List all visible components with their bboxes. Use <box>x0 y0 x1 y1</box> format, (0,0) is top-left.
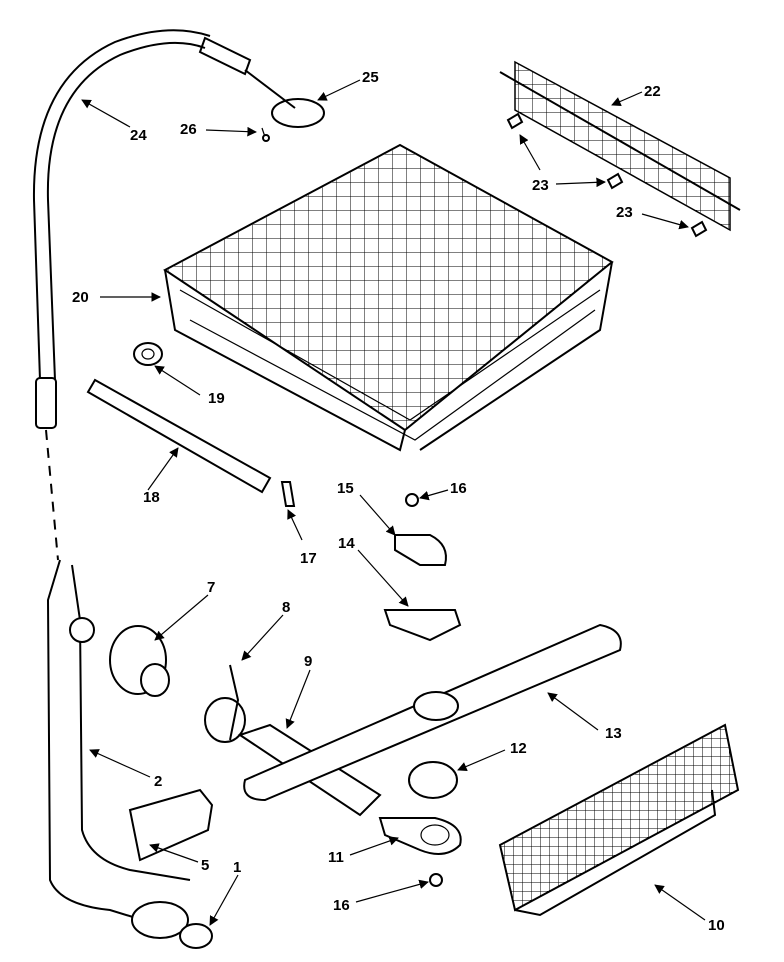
spray-hub-part <box>394 534 447 566</box>
supply-tube-part <box>32 29 252 429</box>
callout-15: 15 <box>337 480 354 497</box>
rail-clip-parts <box>506 112 708 238</box>
leader-24 <box>81 99 131 128</box>
leader-13 <box>547 692 599 731</box>
leader-25 <box>317 79 361 101</box>
callout-11: 11 <box>328 849 344 866</box>
leader-8 <box>241 614 284 661</box>
leader-5 <box>149 843 199 863</box>
callout-13: 13 <box>605 725 622 742</box>
rack-rail-part <box>499 60 741 232</box>
callout-1: 1 <box>233 859 241 876</box>
callout-20: 20 <box>72 289 89 306</box>
screw-part-bottom <box>429 873 443 887</box>
leader-23a-upper <box>519 134 541 171</box>
tube-bracket-part <box>244 69 325 142</box>
leader-26 <box>205 126 257 137</box>
leader-lines <box>81 79 706 926</box>
callout-22: 22 <box>644 83 661 100</box>
connection-dashed-line <box>45 429 59 561</box>
manifold-bracket-part <box>128 788 214 862</box>
arm-bracket-part <box>383 609 462 642</box>
callout-7: 7 <box>207 579 215 596</box>
silverware-basket-part <box>498 723 740 917</box>
callout-12: 12 <box>510 740 527 757</box>
leader-2 <box>89 749 151 778</box>
leader-10 <box>654 884 706 921</box>
spring-clip-part <box>204 664 246 743</box>
leader-11 <box>349 836 399 856</box>
o-ring-part <box>179 923 213 949</box>
leader-12 <box>457 749 506 772</box>
rack-track-part <box>86 378 272 494</box>
callout-16-bottom: 16 <box>333 897 350 914</box>
callout-labels: 1 2 5 7 8 9 10 11 12 13 14 15 16 16 17 1… <box>72 69 725 934</box>
leader-23b <box>641 213 689 230</box>
track-stop-part <box>280 481 296 507</box>
leader-17 <box>287 509 303 541</box>
leader-16b <box>355 879 429 903</box>
screw-part-top <box>405 493 419 507</box>
manifold-part <box>46 559 191 939</box>
rack-roller-part <box>133 342 163 366</box>
callout-25: 25 <box>362 69 379 86</box>
leader-22 <box>611 91 643 106</box>
callout-23-lower: 23 <box>616 204 633 221</box>
spray-arm-ring-part <box>408 761 458 799</box>
leader-23a-lower <box>555 177 606 188</box>
callout-14: 14 <box>338 535 355 552</box>
leader-7 <box>154 594 209 641</box>
callout-18: 18 <box>143 489 160 506</box>
spray-arm-part <box>243 623 622 802</box>
callout-8: 8 <box>282 599 290 616</box>
callout-19: 19 <box>208 390 225 407</box>
callout-24: 24 <box>130 127 147 144</box>
leader-1 <box>209 874 239 926</box>
callout-26: 26 <box>180 121 197 138</box>
callout-9: 9 <box>304 653 312 670</box>
callout-10: 10 <box>708 917 725 934</box>
seal-retainer-part <box>69 617 170 697</box>
callout-2: 2 <box>154 773 162 790</box>
leader-19 <box>154 365 201 396</box>
arm-support-part <box>378 817 462 855</box>
leader-16a <box>419 489 449 501</box>
dish-rack-part <box>163 143 614 452</box>
leader-9 <box>285 669 311 729</box>
callout-23-middle: 23 <box>532 177 549 194</box>
callout-17: 17 <box>300 550 317 567</box>
leader-15 <box>359 494 396 536</box>
callout-5: 5 <box>201 857 209 874</box>
leader-18 <box>147 447 179 491</box>
callout-16-top: 16 <box>450 480 467 497</box>
leader-14 <box>357 549 409 607</box>
